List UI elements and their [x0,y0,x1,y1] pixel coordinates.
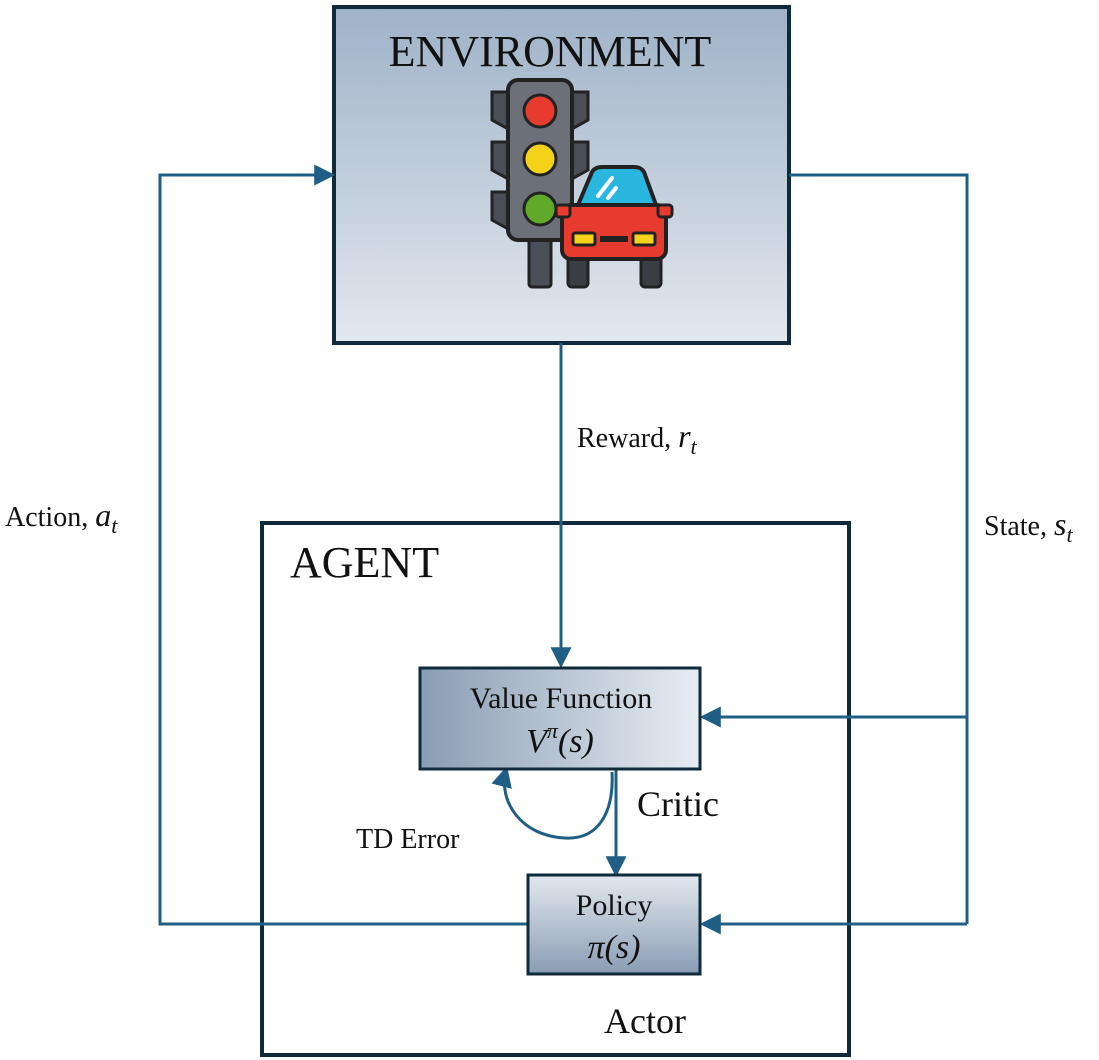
state-line [789,173,969,924]
policy-label: Policy [576,889,653,922]
value-function-box: Value Function Vπ(s) [418,666,702,771]
critic-label: Critic [637,784,719,824]
action-arrow [158,164,528,926]
environment-title: ENVIRONMENT [389,27,712,76]
state-label: State, st [984,506,1073,547]
policy-box: Policy π(s) [526,873,702,976]
value-function-label: Value Function [470,682,652,715]
action-label: Action, at [5,497,118,538]
environment-box: ENVIRONMENT [332,5,791,345]
connectors [158,164,969,935]
policy-formula: π(s) [588,929,641,966]
td-error-label: TD Error [356,824,460,855]
traffic-light-and-car-icon [490,78,674,289]
reward-label: Reward, rt [577,418,698,459]
value-function-formula: Vπ(s) [526,718,594,760]
td-error-loop [491,765,614,840]
agent-title: AGENT [290,538,439,587]
actor-label: Actor [604,1001,686,1041]
agent-box: AGENT [260,521,851,1057]
